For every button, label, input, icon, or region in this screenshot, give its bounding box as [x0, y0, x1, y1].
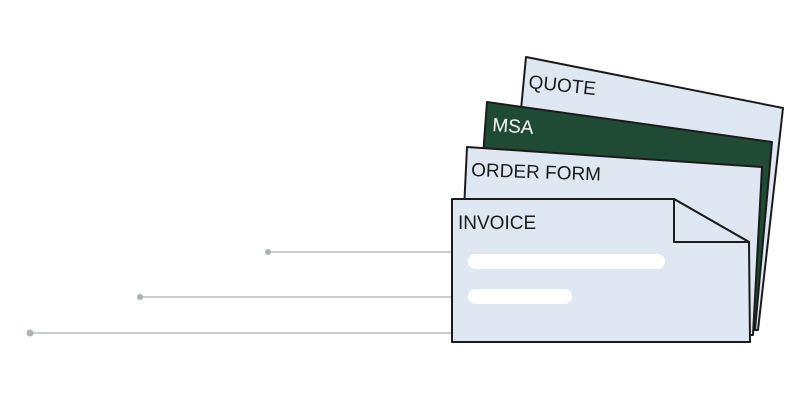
motion-dot-top: [265, 249, 271, 255]
invoice-folded-corner: [673, 198, 750, 243]
invoice-card: INVOICE: [451, 198, 751, 343]
invoice-text-bar-short: [468, 289, 572, 304]
motion-dot-middle: [137, 294, 143, 300]
invoice-card-label: INVOICE: [458, 213, 536, 234]
order-form-card-label: ORDER FORM: [471, 160, 601, 186]
msa-card-label: MSA: [492, 115, 535, 139]
motion-lines: [26, 249, 452, 337]
invoice-text-bar-long: [468, 254, 665, 269]
motion-dot-bottom: [26, 329, 34, 337]
